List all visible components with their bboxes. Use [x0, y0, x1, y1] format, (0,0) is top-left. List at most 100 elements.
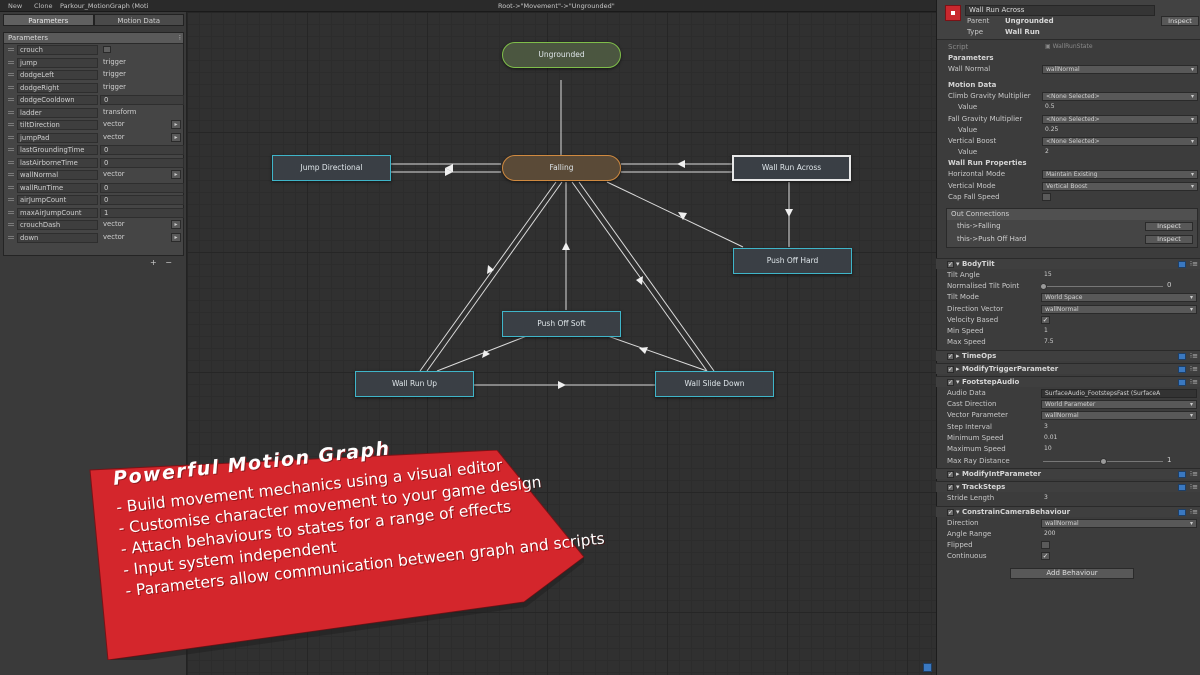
drag-handle-icon[interactable]	[8, 98, 14, 101]
component-enabled-checkbox[interactable]: ✓	[947, 484, 954, 491]
component-header-modify-int[interactable]: ✓ ▸ ModifyIntParameter ⁝≡	[936, 468, 1200, 479]
connection-wall-run-up-falling[interactable]	[426, 181, 563, 372]
state-node-wall-slide-down[interactable]: Wall Slide Down	[655, 371, 774, 397]
connection-wall-slide-down-falling[interactable]	[578, 181, 715, 372]
parameter-name-field[interactable]: tiltDirection	[17, 120, 98, 130]
state-node-falling[interactable]: Falling	[502, 155, 621, 181]
expand-arrow-icon[interactable]: ▸	[171, 120, 181, 129]
graph-file-breadcrumb[interactable]: Parkour_MotionGraph (Moti	[60, 2, 149, 10]
drag-handle-icon[interactable]	[8, 110, 14, 114]
parameter-name-field[interactable]: lastGroundingTime	[17, 145, 98, 155]
minimum-speed-field[interactable]: 0.01	[1044, 434, 1058, 441]
component-menu-icon[interactable]: ⁝≡	[1189, 260, 1198, 268]
cap-fall-speed-checkbox[interactable]	[1042, 193, 1051, 201]
parameter-name-field[interactable]: ladder	[17, 107, 98, 118]
inspect-button[interactable]: Inspect	[1161, 16, 1199, 26]
drag-handle-icon[interactable]	[8, 48, 14, 51]
component-enabled-checkbox[interactable]: ✓	[947, 379, 954, 386]
parameter-value[interactable]: 0	[100, 182, 184, 193]
menu-icon[interactable]: ⁝	[178, 34, 181, 42]
state-node-push-off-soft[interactable]: Push Off Soft	[502, 311, 621, 337]
parameter-value[interactable]: trigger	[103, 57, 126, 66]
expand-arrow-icon[interactable]: ▸	[171, 132, 181, 142]
component-header-modify-trigger[interactable]: ✓ ▸ ModifyTriggerParameter ⁝≡	[936, 363, 1200, 374]
component-enabled-checkbox[interactable]: ✓	[947, 366, 954, 373]
normalised-tilt-slider[interactable]: 0	[1041, 282, 1197, 291]
expand-arrow-icon[interactable]: ▸	[171, 220, 181, 229]
parameter-name-field[interactable]: down	[17, 232, 98, 243]
parameter-value[interactable]: 0	[100, 95, 184, 105]
expand-arrow-icon[interactable]: ▸	[171, 232, 181, 242]
parameter-name-field[interactable]: dodgeCooldown	[17, 95, 98, 105]
velocity-based-checkbox[interactable]: ✓	[1041, 316, 1050, 324]
drag-handle-icon[interactable]	[8, 135, 14, 139]
expand-arrow-icon[interactable]: ▸	[171, 170, 181, 179]
connection-falling-wall-run-up[interactable]	[419, 181, 557, 372]
direction-dropdown[interactable]: wallNormal	[1041, 519, 1197, 528]
connection-wall-slide-down-push-off-soft[interactable]	[601, 333, 708, 372]
component-header-constrain-camera[interactable]: ✓ ▾ ConstrainCameraBehaviour ⁝≡	[936, 506, 1200, 517]
parameter-row[interactable]: crouch	[4, 44, 183, 57]
component-enabled-checkbox[interactable]: ✓	[947, 261, 954, 268]
parameter-name-field[interactable]: jumpPad	[17, 132, 98, 143]
audio-data-field[interactable]: SurfaceAudio_FootstepsFast (SurfaceA	[1041, 389, 1197, 398]
slider-thumb[interactable]	[1100, 458, 1107, 465]
vertical-mode-dropdown[interactable]: Vertical Boost	[1042, 182, 1198, 191]
vertical-boost-value-field[interactable]: 2	[1045, 148, 1049, 155]
new-button[interactable]: New	[8, 2, 23, 10]
parameter-name-field[interactable]: crouch	[17, 45, 98, 55]
parameter-name-field[interactable]: maxAirJumpCount	[17, 207, 98, 218]
slider-thumb[interactable]	[1041, 283, 1047, 290]
component-menu-icon[interactable]: ⁝≡	[1189, 483, 1198, 491]
state-node-push-off-hard[interactable]: Push Off Hard	[733, 248, 852, 274]
parameter-name-field[interactable]: wallNormal	[17, 170, 98, 180]
component-menu-icon[interactable]: ⁝≡	[1189, 508, 1198, 516]
parameter-name-field[interactable]: jump	[17, 57, 98, 68]
component-menu-icon[interactable]: ⁝≡	[1189, 378, 1198, 386]
component-menu-icon[interactable]: ⁝≡	[1189, 470, 1198, 478]
parameter-value[interactable]: vector	[103, 232, 125, 241]
help-icon[interactable]	[1178, 484, 1186, 491]
cast-direction-dropdown[interactable]: World Parameter	[1041, 400, 1197, 409]
vector-parameter-dropdown[interactable]: wallNormal	[1041, 411, 1197, 420]
drag-handle-icon[interactable]	[8, 173, 14, 176]
state-node-jump-directional[interactable]: Jump Directional	[272, 155, 391, 181]
parameter-value[interactable]: vector	[103, 120, 125, 128]
tilt-angle-field[interactable]: 15	[1044, 271, 1052, 278]
direction-vector-dropdown[interactable]: wallNormal	[1041, 305, 1197, 314]
parameter-row[interactable]: down vector ▸	[4, 232, 183, 245]
add-parameter-button[interactable]: +	[150, 258, 157, 267]
drag-handle-icon[interactable]	[8, 123, 14, 126]
inspect-connection-button[interactable]: Inspect	[1145, 222, 1193, 231]
parameter-checkbox[interactable]	[100, 45, 184, 55]
parameter-value[interactable]: 0	[100, 157, 184, 168]
stride-length-field[interactable]: 3	[1044, 494, 1048, 501]
help-icon[interactable]	[1178, 379, 1186, 386]
parameter-value[interactable]: vector	[103, 132, 125, 141]
horizontal-mode-dropdown[interactable]: Maintain Existing	[1042, 170, 1198, 179]
normalised-tilt-value[interactable]: 0	[1167, 282, 1172, 289]
checkbox-box[interactable]	[103, 46, 111, 53]
state-node-wall-run-across[interactable]: Wall Run Across	[732, 155, 851, 181]
vertical-boost-dropdown[interactable]: <None Selected>	[1042, 137, 1198, 146]
component-enabled-checkbox[interactable]: ✓	[947, 353, 954, 360]
clone-button[interactable]: Clone	[34, 2, 53, 10]
tab-parameters[interactable]: Parameters	[3, 14, 94, 26]
help-icon[interactable]	[1178, 353, 1186, 360]
component-enabled-checkbox[interactable]: ✓	[947, 509, 954, 516]
help-icon[interactable]	[1178, 509, 1186, 516]
parameter-value[interactable]: 0	[100, 195, 184, 205]
parameter-name-field[interactable]: dodgeLeft	[17, 70, 98, 80]
parameter-name-field[interactable]: crouchDash	[17, 220, 98, 230]
drag-handle-icon[interactable]	[8, 223, 14, 226]
add-behaviour-button[interactable]: Add Behaviour	[1010, 568, 1134, 579]
max-speed-field[interactable]: 7.5	[1044, 338, 1054, 345]
